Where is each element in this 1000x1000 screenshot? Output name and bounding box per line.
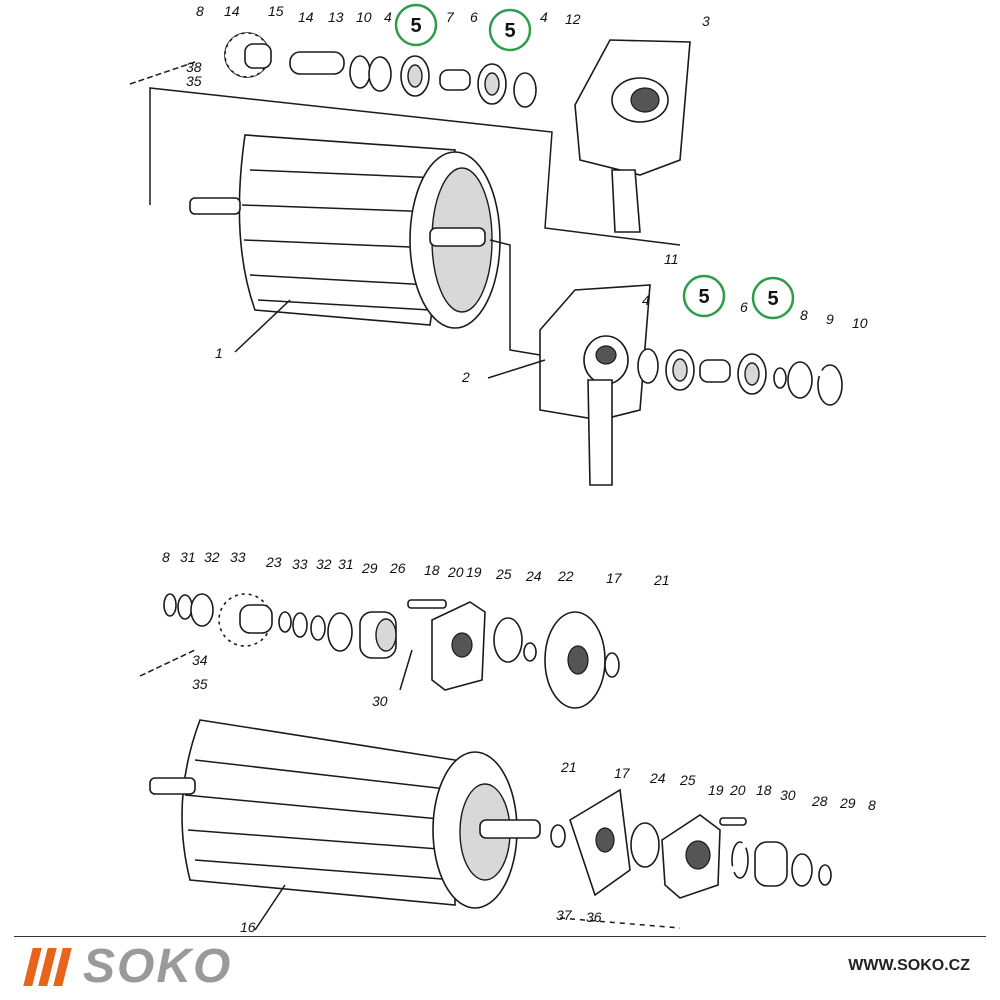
svg-text:32: 32 bbox=[316, 556, 332, 572]
svg-text:22: 22 bbox=[557, 568, 574, 584]
logo-bars-icon bbox=[23, 948, 72, 986]
svg-text:10: 10 bbox=[852, 315, 868, 331]
website-link[interactable]: WWW.SOKO.CZ bbox=[848, 957, 970, 974]
footer-divider bbox=[14, 936, 986, 937]
bracket-line-mid bbox=[489, 239, 541, 356]
rings-lower-left bbox=[163, 593, 214, 627]
svg-text:33: 33 bbox=[230, 549, 246, 565]
svg-text:3: 3 bbox=[702, 13, 710, 29]
labels-lower: 8 31 32 33 23 33 32 31 29 26 18 20 19 25… bbox=[162, 549, 876, 935]
highlight-part-5: 5 5 5 5 bbox=[394, 3, 795, 320]
svg-text:5: 5 bbox=[698, 286, 709, 308]
svg-text:2: 2 bbox=[461, 369, 470, 385]
svg-text:24: 24 bbox=[525, 568, 542, 584]
dash-bottom bbox=[559, 917, 681, 929]
drum-1 bbox=[189, 134, 501, 329]
flange-housing-3 bbox=[574, 39, 691, 233]
svg-text:32: 32 bbox=[204, 549, 220, 565]
flange-25-upper bbox=[407, 599, 486, 691]
spacer-upper bbox=[289, 51, 345, 75]
svg-text:26: 26 bbox=[389, 560, 406, 576]
svg-text:6: 6 bbox=[740, 299, 748, 315]
svg-text:37: 37 bbox=[556, 907, 573, 923]
svg-text:35: 35 bbox=[192, 676, 208, 692]
svg-text:19: 19 bbox=[466, 564, 482, 580]
svg-text:38: 38 bbox=[186, 59, 202, 75]
svg-text:33: 33 bbox=[292, 556, 308, 572]
svg-text:20: 20 bbox=[447, 564, 464, 580]
svg-text:5: 5 bbox=[767, 288, 778, 310]
labels-upper: 8 14 15 14 13 10 4 7 6 4 12 3 38 35 1 11… bbox=[186, 3, 868, 385]
svg-text:20: 20 bbox=[729, 782, 746, 798]
svg-text:31: 31 bbox=[180, 549, 196, 565]
cover-17-upper bbox=[544, 611, 620, 709]
svg-text:28: 28 bbox=[811, 793, 828, 809]
svg-text:4: 4 bbox=[642, 292, 650, 308]
svg-text:21: 21 bbox=[560, 759, 577, 775]
svg-text:11: 11 bbox=[664, 251, 679, 267]
svg-text:4: 4 bbox=[384, 9, 392, 25]
svg-text:16: 16 bbox=[240, 919, 256, 935]
svg-text:1: 1 bbox=[215, 345, 223, 361]
svg-text:31: 31 bbox=[338, 556, 354, 572]
svg-text:9: 9 bbox=[826, 311, 834, 327]
svg-text:8: 8 bbox=[162, 549, 170, 565]
svg-text:34: 34 bbox=[192, 652, 208, 668]
svg-text:35: 35 bbox=[186, 73, 202, 89]
svg-text:4: 4 bbox=[540, 9, 548, 25]
svg-text:25: 25 bbox=[679, 772, 696, 788]
leader-30 bbox=[399, 649, 413, 691]
leader-2 bbox=[487, 359, 546, 379]
svg-text:19: 19 bbox=[708, 782, 724, 798]
soko-logo: SOKO bbox=[23, 940, 233, 993]
sprocket-lower bbox=[218, 593, 273, 647]
drum-16 bbox=[149, 719, 541, 909]
svg-text:17: 17 bbox=[606, 570, 623, 586]
svg-text:36: 36 bbox=[586, 909, 602, 925]
rings-lower-mid bbox=[278, 611, 397, 659]
leader-16 bbox=[254, 884, 286, 931]
svg-text:14: 14 bbox=[224, 3, 240, 19]
exploded-parts-diagram: 8 14 15 14 13 10 4 7 6 4 12 3 38 35 1 11… bbox=[129, 3, 876, 935]
svg-text:17: 17 bbox=[614, 765, 631, 781]
sprocket-upper bbox=[224, 32, 272, 78]
svg-text:5: 5 bbox=[410, 15, 421, 37]
seal-rings-lower bbox=[493, 617, 537, 663]
svg-text:21: 21 bbox=[653, 572, 670, 588]
svg-text:13: 13 bbox=[328, 9, 344, 25]
svg-text:5: 5 bbox=[504, 20, 515, 42]
svg-text:18: 18 bbox=[424, 562, 440, 578]
svg-text:10: 10 bbox=[356, 9, 372, 25]
svg-text:12: 12 bbox=[565, 11, 581, 27]
parts-lower-right bbox=[550, 788, 832, 899]
flange-housing-2 bbox=[539, 284, 651, 486]
svg-text:30: 30 bbox=[780, 787, 796, 803]
bearings-upper bbox=[349, 55, 537, 108]
bearings-mid bbox=[637, 348, 843, 406]
svg-text:8: 8 bbox=[196, 3, 204, 19]
svg-text:25: 25 bbox=[495, 566, 512, 582]
chain-upper bbox=[129, 61, 196, 85]
svg-text:24: 24 bbox=[649, 770, 666, 786]
svg-text:18: 18 bbox=[756, 782, 772, 798]
svg-text:29: 29 bbox=[839, 795, 856, 811]
svg-text:14: 14 bbox=[298, 9, 314, 25]
svg-text:15: 15 bbox=[268, 3, 284, 19]
bracket-line-upper bbox=[149, 87, 681, 246]
svg-text:6: 6 bbox=[470, 9, 478, 25]
leader-1 bbox=[234, 299, 291, 353]
svg-text:8: 8 bbox=[800, 307, 808, 323]
svg-text:8: 8 bbox=[868, 797, 876, 813]
svg-text:29: 29 bbox=[361, 560, 378, 576]
svg-text:30: 30 bbox=[372, 693, 388, 709]
svg-text:7: 7 bbox=[446, 9, 455, 25]
chain-lower bbox=[139, 649, 196, 677]
svg-text:23: 23 bbox=[265, 554, 282, 570]
logo-text: SOKO bbox=[83, 940, 233, 993]
